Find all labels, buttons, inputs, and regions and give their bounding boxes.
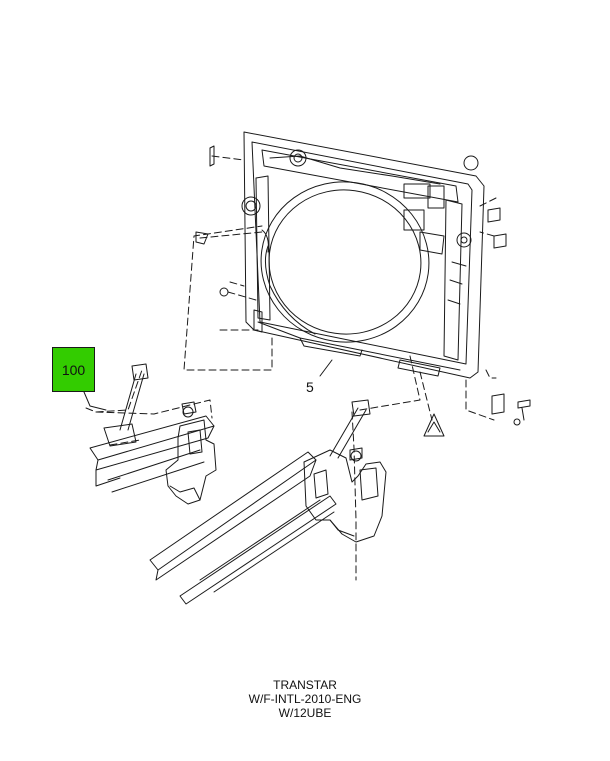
left-mount-bracket bbox=[165, 401, 217, 505]
radiator-fasteners bbox=[195, 145, 531, 437]
strut-rods bbox=[103, 363, 371, 459]
callout-100-leader bbox=[83, 391, 107, 411]
caption-line-3: W/12UBE bbox=[278, 706, 332, 720]
caption-line-2: W/F-INTL-2010-ENG bbox=[248, 692, 362, 706]
leader-lines bbox=[85, 155, 497, 581]
callout-100-box[interactable]: 100 bbox=[52, 347, 95, 392]
diagram-caption: TRANSTAR W/F-INTL-2010-ENG W/12UBE bbox=[0, 678, 610, 720]
callout-5-leader bbox=[319, 359, 333, 377]
radiator-shroud-assembly bbox=[241, 131, 485, 379]
callout-100-label: 100 bbox=[61, 361, 86, 378]
callout-5-label[interactable]: 5 bbox=[306, 379, 314, 395]
caption-line-1: TRANSTAR bbox=[273, 678, 337, 692]
frame-rails bbox=[89, 415, 337, 605]
right-mount-bracket bbox=[303, 447, 387, 543]
